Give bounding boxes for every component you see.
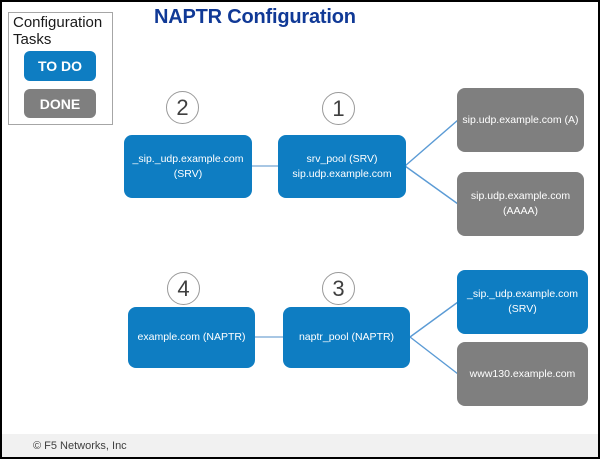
node-a-record: sip.udp.example.com (A) [457,88,584,152]
node-srv-left: _sip._udp.example.com (SRV) [124,135,252,198]
step-circle-1: 1 [322,92,355,125]
page-title: NAPTR Configuration [154,6,356,28]
footer-bar: © F5 Networks, Inc [2,434,598,457]
legend-todo-badge: TO DO [24,51,96,81]
connector-naptrpool-srv [409,301,459,338]
connector-srvpool-a [404,119,459,167]
node-srv-right: _sip._udp.example.com (SRV) [457,270,588,334]
connector-naptrpool-www130 [409,336,459,375]
node-naptr-pool: naptr_pool (NAPTR) [283,307,410,368]
node-srv-pool: srv_pool (SRV) sip.udp.example.com [278,135,406,198]
legend-box: Configuration Tasks TO DO DONE [8,12,113,125]
node-aaaa-record: sip.udp.example.com (AAAA) [457,172,584,236]
step-circle-3: 3 [322,272,355,305]
copyright-text: © F5 Networks, Inc [33,439,127,452]
node-www130: www130.example.com [457,342,588,406]
node-naptr-left: example.com (NAPTR) [128,307,255,368]
connector-srvpool-aaaa [404,165,459,205]
step-circle-2: 2 [166,91,199,124]
legend-heading: Configuration Tasks [13,14,103,48]
step-circle-4: 4 [167,272,200,305]
legend-done-badge: DONE [24,89,96,118]
